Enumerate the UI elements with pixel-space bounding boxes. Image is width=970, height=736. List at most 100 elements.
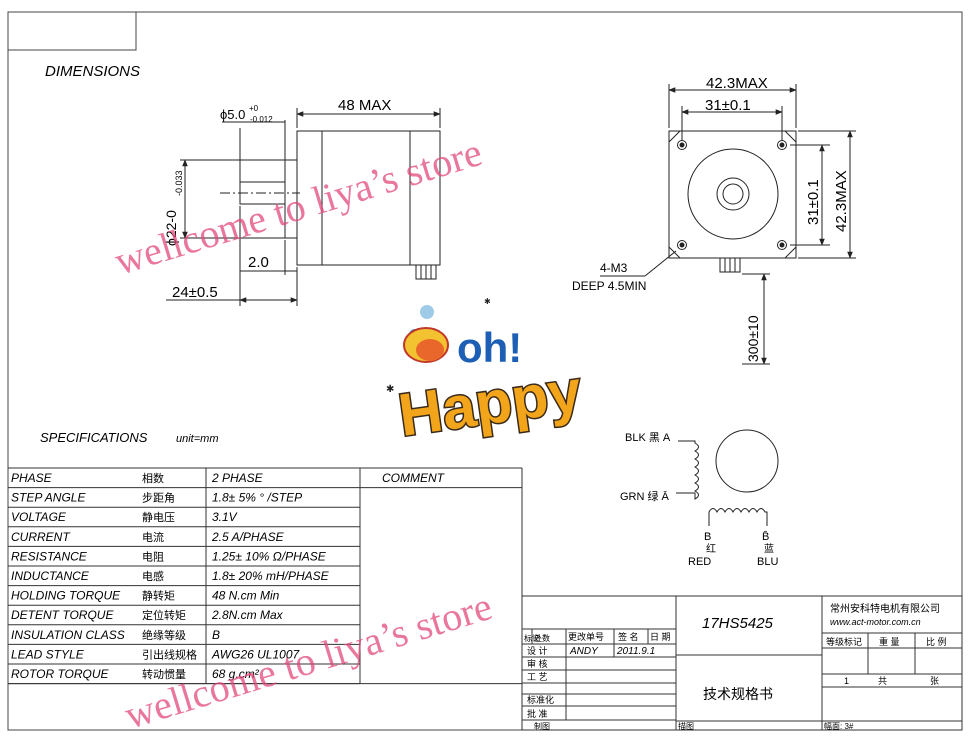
- spec-value: 1.25± 10% Ω/PHASE: [212, 549, 327, 563]
- design-date: 2011.9.1: [616, 646, 655, 657]
- shaft-dia-label: ϕ5.0: [220, 107, 245, 122]
- corner-box: [7, 11, 137, 51]
- change-no-label: 更改单号: [568, 631, 604, 642]
- spec-name: PHASE: [11, 471, 53, 485]
- side-view: [166, 108, 441, 306]
- company-website: www.act-motor.com.cn: [830, 617, 921, 627]
- spec-value: 3.1V: [212, 510, 238, 524]
- count-label: 处数: [534, 633, 550, 643]
- sheet-border: [7, 11, 963, 731]
- wiring-diagram: [676, 429, 779, 526]
- boss-len-label: 2.0: [248, 254, 269, 271]
- total-label: 共: [878, 676, 887, 686]
- spec-value: 68 g.cm²: [212, 667, 260, 681]
- grade-label: 等级标记: [826, 636, 862, 647]
- sheet-number: 1: [844, 676, 849, 686]
- footer-traced: 描图: [678, 721, 694, 731]
- depth-label: DEEP 4.5MIN: [572, 279, 646, 293]
- boss-tol-label: -0.033: [174, 170, 184, 196]
- process-label: 工 艺: [527, 672, 548, 682]
- spec-name-cn: 转动惯量: [142, 667, 186, 681]
- spec-name-cn: 相数: [142, 472, 164, 485]
- doc-title: 技术规格书: [703, 686, 773, 702]
- spec-name-cn: 引出线规格: [142, 647, 197, 661]
- shaft-len-label: 24±0.5: [172, 284, 218, 301]
- hole-height-label: 31±0.1: [805, 179, 822, 225]
- sticker-oh: oh!: [457, 324, 522, 371]
- svg-text:✱: ✱: [484, 297, 491, 306]
- rotor-symbol: [715, 429, 779, 493]
- design-label: 设 计: [527, 645, 548, 656]
- comment-header: COMMENT: [382, 471, 446, 485]
- spec-name-cn: 绝缘等级: [142, 628, 186, 642]
- overall-height-label: 42.3MAX: [833, 170, 850, 232]
- front-view: [600, 84, 856, 365]
- boss-dia-label: ϕ22-0: [163, 210, 179, 246]
- spec-name-cn: 定位转矩: [142, 608, 186, 622]
- length-label: 48 MAX: [338, 97, 391, 114]
- weight-label: 重 量: [879, 636, 900, 647]
- shaft-tol-upper: +0: [249, 104, 259, 113]
- overall-width-label: 42.3MAX: [706, 75, 768, 92]
- wire-b-letter: B: [704, 531, 711, 543]
- spec-table: PHASE 相数 2 PHASE STEP ANGLE 步距角 1.8± 5% ° /ST…: [8, 467, 523, 685]
- footer-drawn: 制图: [534, 721, 550, 731]
- spec-value: 1.8± 20% mH/PHASE: [212, 569, 330, 583]
- coil-a: [676, 440, 699, 500]
- shaft-circle: [716, 177, 750, 211]
- spec-name: HOLDING TORQUE: [11, 589, 121, 603]
- spec-name: VOLTAGE: [11, 510, 67, 524]
- spec-name-cn: 静电压: [142, 510, 175, 524]
- wire-grn: GRN 绿 Ā: [620, 489, 670, 503]
- spec-name: RESISTANCE: [11, 549, 88, 563]
- scale-label: 比 例: [926, 636, 947, 647]
- date-label: 日 期: [650, 632, 671, 642]
- wire-blk: BLK 黑 A: [625, 431, 671, 444]
- spec-name-cn: 电感: [142, 570, 164, 583]
- holes-label: 4-M3: [600, 261, 628, 275]
- spec-unit: unit=mm: [176, 433, 219, 445]
- model-number: 17HS5425: [702, 615, 774, 632]
- review-label: 审 核: [527, 658, 548, 669]
- lead-length-label: 300±10: [745, 315, 761, 362]
- sign-label: 签 名: [618, 631, 639, 642]
- spec-name-cn: 电流: [142, 530, 164, 544]
- spec-name: CURRENT: [11, 530, 71, 544]
- designer-name: ANDY: [569, 646, 599, 657]
- spec-value: 2 PHASE: [211, 471, 264, 485]
- approve-label: 批 准: [527, 708, 548, 719]
- spec-value: 48 N.cm Min: [212, 589, 280, 603]
- spec-name-cn: 电阻: [142, 550, 164, 563]
- footer-format: 幅面: 3#: [824, 721, 854, 731]
- spec-value: 2.5 A/PHASE: [211, 530, 285, 544]
- shaft-tol-lower: -0.012: [250, 115, 273, 124]
- happy-sticker: oh! Happy ✱ ✱: [386, 297, 588, 450]
- spec-value: AWG26 UL1007: [211, 647, 300, 661]
- spec-name-cn: 步距角: [142, 492, 175, 505]
- svg-text:✱: ✱: [386, 384, 394, 395]
- title-block: [521, 595, 963, 731]
- coil-b: [708, 508, 768, 526]
- boss-circle: [687, 148, 779, 240]
- wire-red: RED: [688, 556, 711, 568]
- company-name: 常州安科特电机有限公司: [830, 602, 940, 615]
- wire-blu-cn: 蓝: [764, 543, 774, 555]
- wire-blu: BLU: [757, 556, 778, 568]
- dimensions-heading: DIMENSIONS: [45, 63, 140, 80]
- spec-value: 1.8± 5% ° /STEP: [212, 491, 302, 505]
- hole-width-label: 31±0.1: [705, 97, 751, 114]
- wire-red-cn: 红: [706, 542, 716, 555]
- spec-value: B: [212, 628, 220, 642]
- spec-name: INDUCTANCE: [11, 569, 90, 583]
- sheets-label: 张: [930, 676, 939, 686]
- spec-name: STEP ANGLE: [11, 491, 86, 505]
- spec-name-cn: 静转矩: [142, 589, 175, 603]
- spec-title: SPECIFICATIONS: [40, 430, 148, 445]
- wire-bbar-letter: B̄: [762, 530, 769, 543]
- spec-name: DETENT TORQUE: [11, 608, 114, 622]
- mark-label: 标记: [524, 633, 540, 643]
- spec-name: LEAD STYLE: [11, 647, 85, 661]
- spec-name: INSULATION CLASS: [11, 628, 125, 642]
